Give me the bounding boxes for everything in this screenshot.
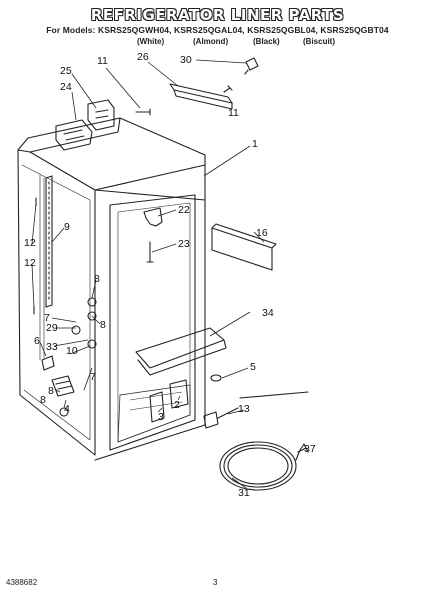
color-almond: (Almond)	[193, 37, 229, 46]
callout-8-a: 8	[94, 273, 100, 285]
callout-8-d: 8	[40, 394, 46, 406]
callout-13: 13	[238, 403, 250, 415]
part-26-trim	[169, 83, 233, 110]
page-title: REFRIGERATOR LINER PARTS	[90, 6, 345, 24]
part-3-bracket	[149, 391, 165, 423]
part-24-control	[55, 119, 93, 151]
models-line: For Models: KSRS25QGWH04, KSRS25QGAL04, …	[46, 25, 389, 35]
part-5-grommet	[210, 374, 222, 382]
callout-24: 24	[60, 81, 72, 93]
page-number: 3	[213, 578, 218, 587]
callout-3: 3	[158, 411, 164, 423]
callout-29: 29	[46, 322, 58, 334]
callout-30: 30	[180, 54, 192, 66]
callout-7-b: 7	[90, 371, 96, 383]
callout-33: 33	[46, 341, 58, 353]
part-4-vent	[51, 375, 75, 397]
callout-34: 34	[262, 307, 274, 319]
callout-1: 1	[252, 138, 258, 150]
callout-22: 22	[178, 204, 190, 216]
part-23-screw	[146, 241, 154, 263]
part-22-bracket	[143, 207, 163, 227]
callout-11-right: 11	[228, 107, 239, 119]
callout-10: 10	[66, 345, 78, 357]
callout-8-c: 8	[48, 385, 54, 397]
callout-9: 9	[64, 221, 70, 233]
part-25-housing	[87, 99, 115, 131]
callout-25: 25	[60, 65, 72, 77]
part-16-cover	[211, 223, 277, 271]
color-biscuit: (Biscuit)	[303, 37, 335, 46]
callout-2: 2	[174, 399, 180, 411]
callout-12-a: 12	[24, 237, 36, 249]
callout-12-b: 12	[24, 257, 36, 269]
document-number: 4388682	[6, 578, 38, 587]
liner-body	[17, 117, 206, 461]
callout-7-a: 7	[44, 312, 50, 324]
callout-4: 4	[64, 403, 70, 415]
part-11-screw-left	[135, 108, 151, 116]
callout-labels: 30 26 11 25 24 11 1 22 23 16 9 12 12 8 7…	[24, 51, 316, 499]
part-6-nozzle	[41, 355, 55, 371]
callout-37: 37	[304, 443, 316, 455]
callout-26: 26	[137, 51, 149, 63]
part-8-10-29-33-rollers	[59, 297, 97, 417]
leader-lines	[31, 59, 307, 489]
color-black: (Black)	[253, 37, 280, 46]
callout-8-b: 8	[100, 319, 106, 331]
callout-23: 23	[178, 238, 190, 250]
callout-11-top: 11	[97, 55, 108, 67]
shelf-rail	[45, 175, 53, 308]
callout-6: 6	[34, 335, 40, 347]
callout-16: 16	[256, 227, 268, 239]
color-white: (White)	[137, 37, 165, 46]
part-11-screw-right	[223, 85, 233, 93]
part-31-wire-harness	[219, 391, 309, 491]
part-13-connector	[203, 407, 239, 429]
callout-5: 5	[250, 361, 256, 373]
part-30-clip	[244, 57, 259, 75]
part-2-bracket	[169, 379, 189, 409]
part-34-cover	[135, 327, 227, 376]
callout-31: 31	[238, 487, 250, 499]
